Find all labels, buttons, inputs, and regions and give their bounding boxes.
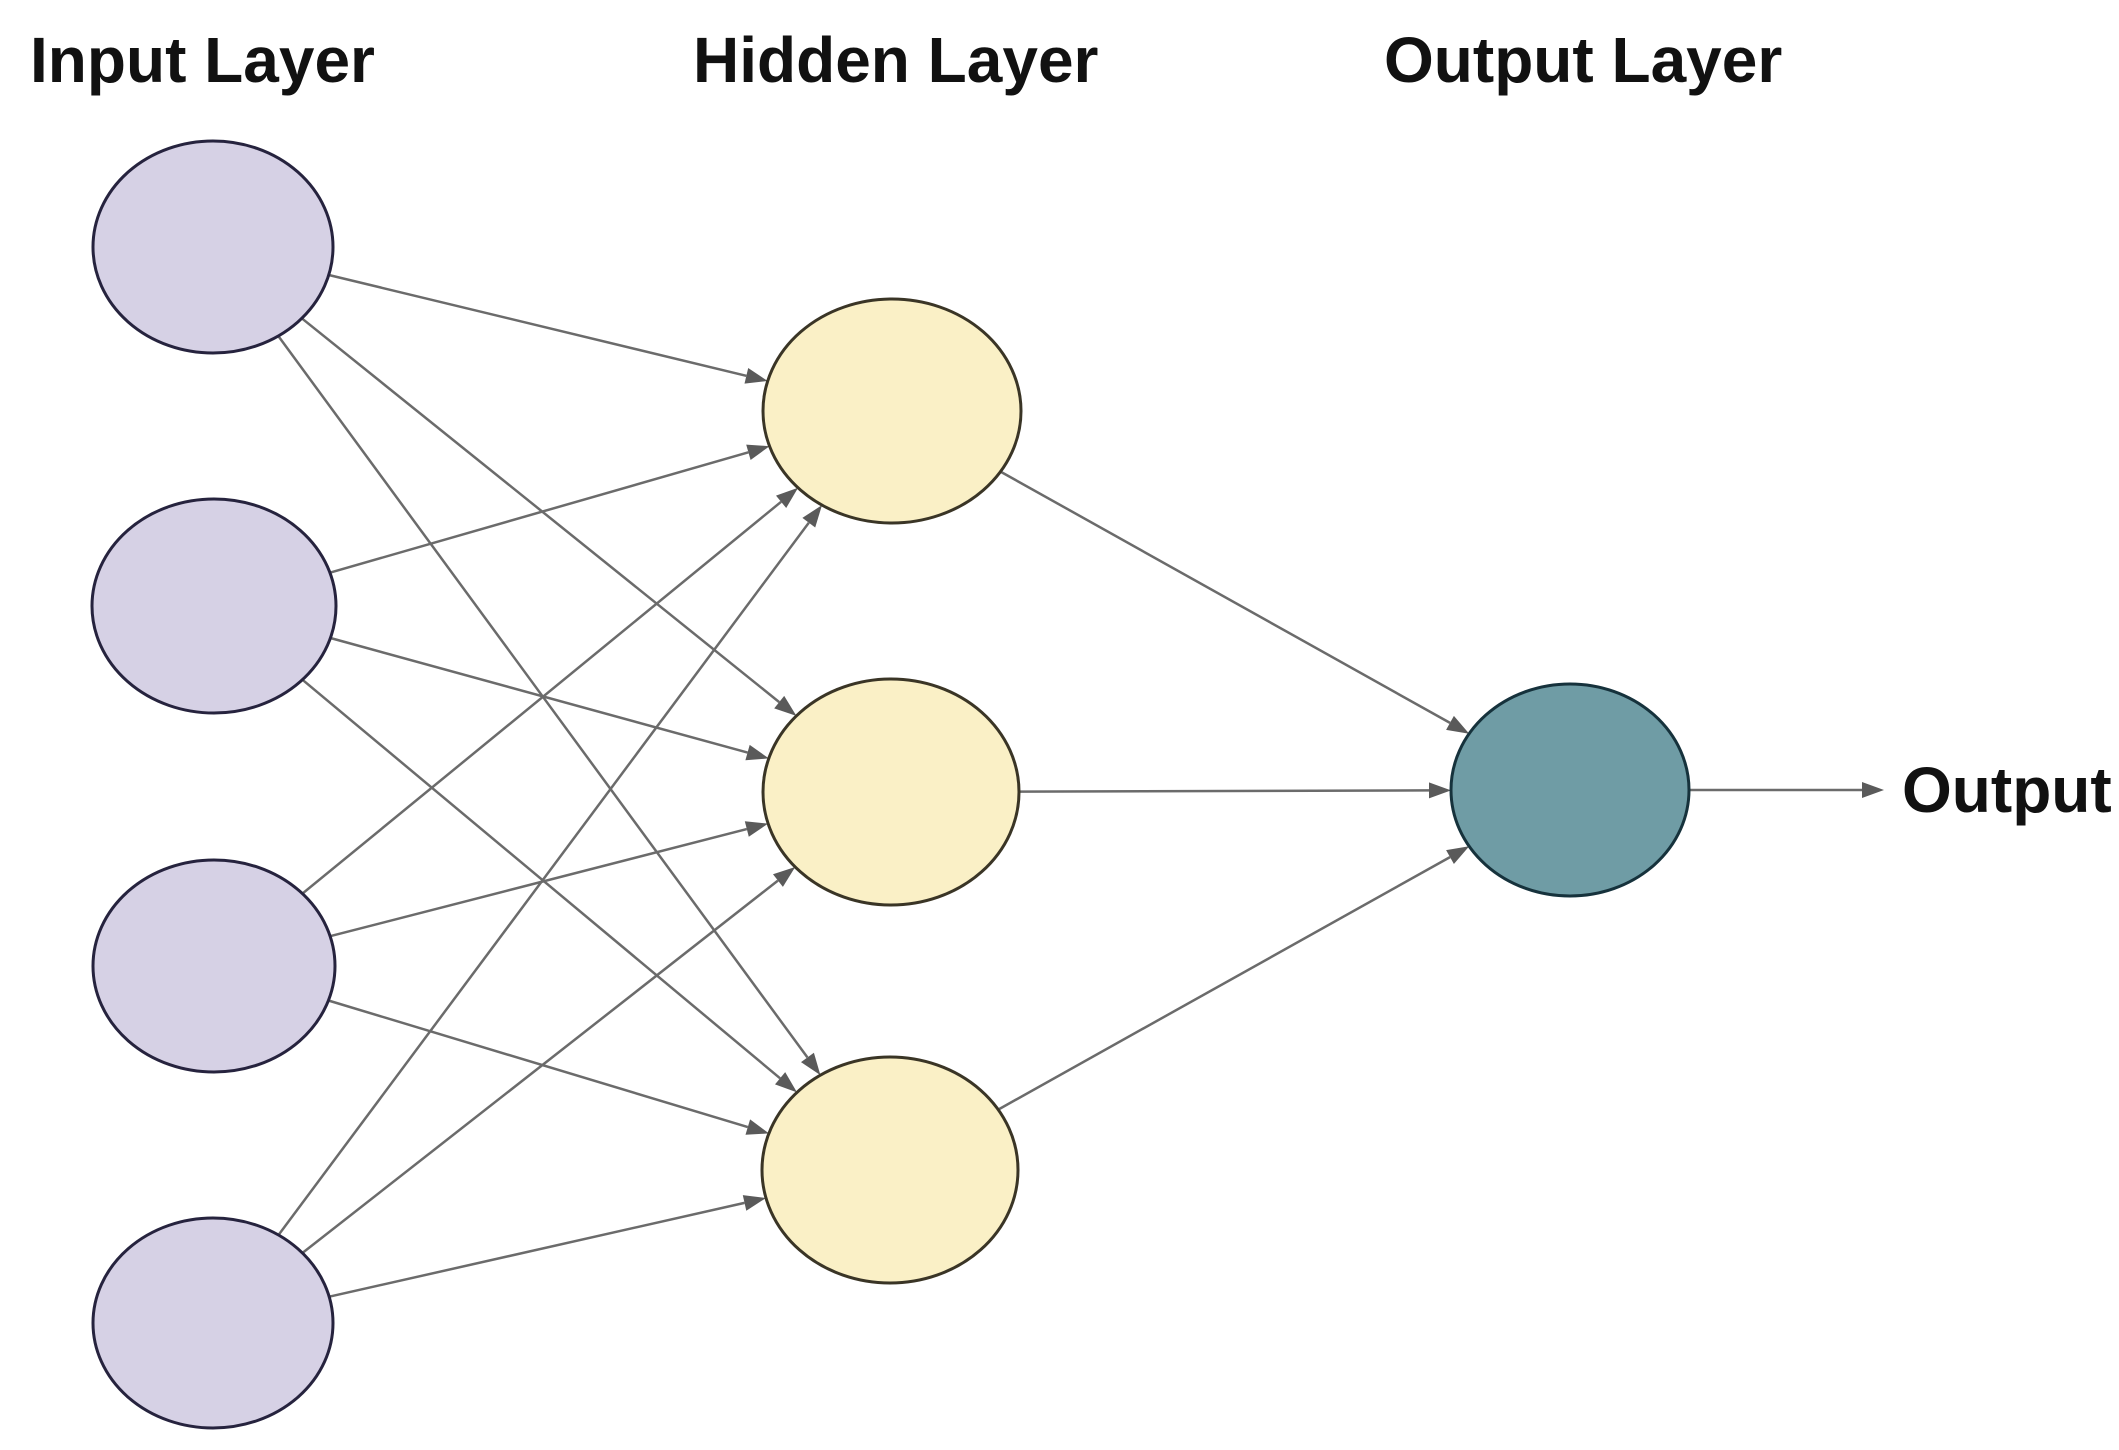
output-arrow-label: Output xyxy=(1902,754,2112,826)
hidden-node-1 xyxy=(761,297,1023,525)
output-node-1 xyxy=(1449,682,1691,898)
edge-i2-h2 xyxy=(330,636,748,754)
edge-i2-h1 xyxy=(329,451,749,574)
edge-i4-h3-arrowhead xyxy=(742,1195,766,1211)
edge-i1-h1 xyxy=(328,273,747,378)
edge-i3-h1-arrowhead xyxy=(776,487,799,508)
output-arrow-arrowhead xyxy=(1862,782,1884,798)
input-node-3 xyxy=(91,858,337,1074)
edge-h3-o1 xyxy=(997,856,1451,1111)
edge-i2-h3-arrowhead xyxy=(775,1072,797,1093)
edge-i2-h1-arrowhead xyxy=(746,444,770,460)
nodes-group xyxy=(90,139,1691,1430)
edge-h2-o1-arrowhead xyxy=(1429,782,1451,799)
hidden-layer-label: Hidden Layer xyxy=(693,24,1098,96)
input-node-4 xyxy=(91,1216,335,1430)
edge-i1-h2-arrowhead xyxy=(774,695,797,716)
edge-i3-h2-arrowhead xyxy=(744,821,769,837)
input-node-2 xyxy=(90,497,338,715)
edge-i4-h2-arrowhead xyxy=(773,867,796,887)
edge-i4-h3 xyxy=(328,1201,745,1298)
output-layer-label: Output Layer xyxy=(1384,24,1782,96)
edge-i3-h3-arrowhead xyxy=(745,1119,769,1135)
edge-i3-h3 xyxy=(328,999,749,1129)
edge-i1-h1-arrowhead xyxy=(744,368,768,384)
input-node-1 xyxy=(91,139,335,355)
edge-i1-h3-arrowhead xyxy=(801,1052,821,1076)
edge-h1-o1-arrowhead xyxy=(1446,715,1470,734)
input-layer-label: Input Layer xyxy=(30,24,375,96)
edge-h2-o1 xyxy=(1018,789,1430,793)
edge-i4-h1-arrowhead xyxy=(802,505,822,528)
edge-i4-h2 xyxy=(301,879,779,1254)
edge-h3-o1-arrowhead xyxy=(1446,846,1470,864)
edge-i1-h2 xyxy=(301,317,780,704)
hidden-node-2 xyxy=(761,677,1021,907)
edge-i3-h1 xyxy=(301,500,782,895)
edge-i2-h2-arrowhead xyxy=(745,744,769,761)
edges-group xyxy=(277,273,1884,1298)
hidden-node-3 xyxy=(760,1055,1020,1285)
edge-i2-h3 xyxy=(301,678,781,1080)
edge-i3-h2 xyxy=(329,827,748,938)
edge-h1-o1 xyxy=(999,470,1451,724)
edge-i4-h1 xyxy=(277,521,810,1236)
